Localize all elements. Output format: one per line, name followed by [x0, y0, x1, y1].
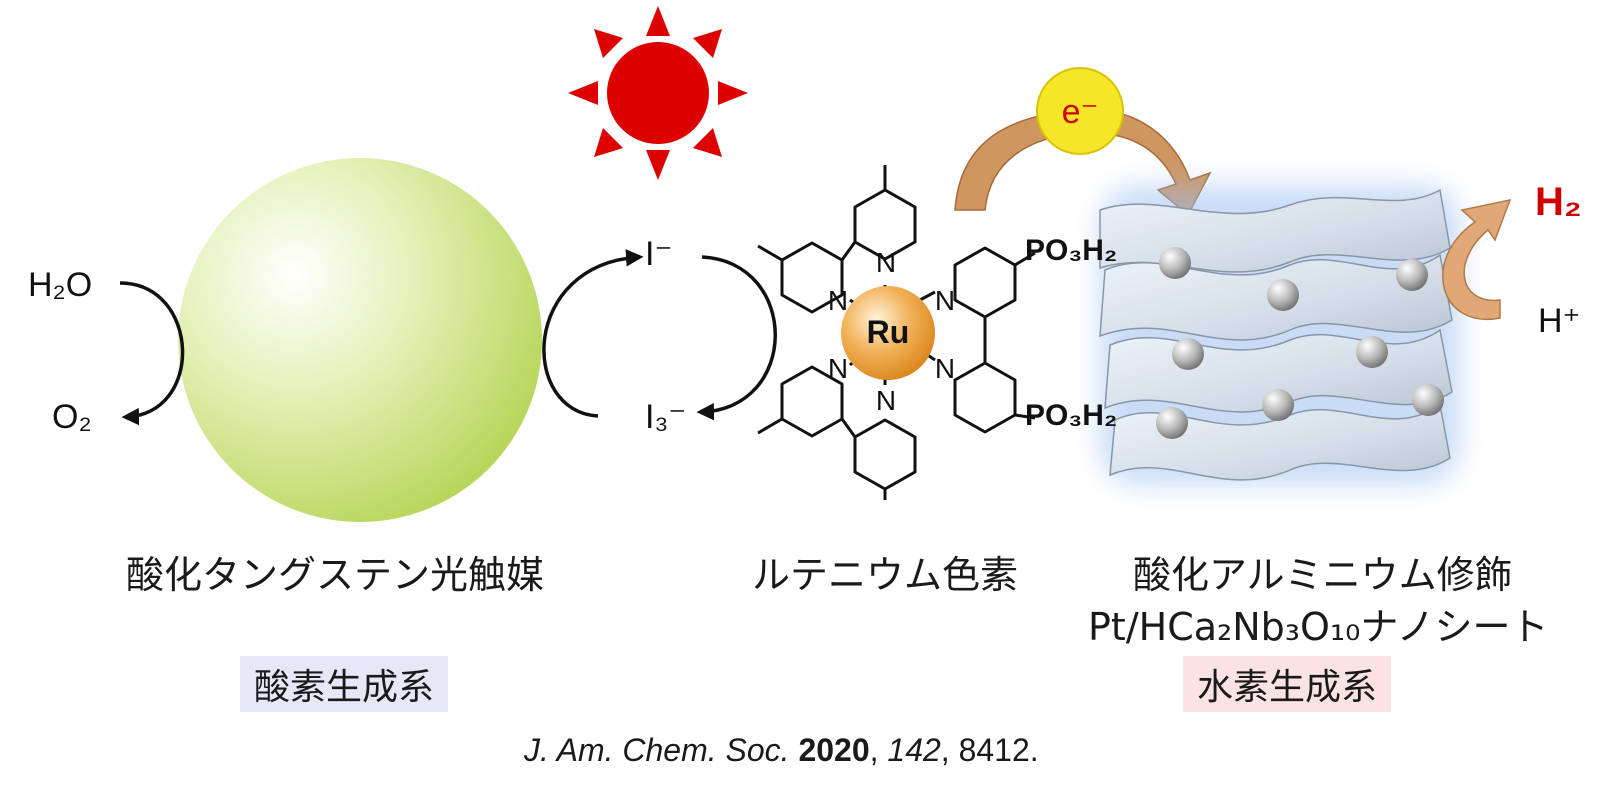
ruthenium-label: Ru [867, 314, 910, 350]
hydrogen-evolution-arrow [1442, 198, 1512, 321]
dye-atom-labels: N N N N N N [828, 247, 955, 416]
citation-journal: J. Am. Chem. Soc. [524, 732, 790, 768]
hydrogen-product-label: H₂ [1535, 180, 1582, 224]
iodide-oxidation-arrow [696, 255, 777, 421]
dye-n-top: N [876, 247, 896, 278]
citation-year: 2020 [798, 732, 870, 768]
electron-label: e⁻ [1062, 93, 1099, 131]
electron-icon [1036, 67, 1124, 155]
proton-label: H⁺ [1538, 302, 1581, 340]
sun-icon [568, 6, 748, 180]
dye-n-bottom: N [876, 385, 896, 416]
oxygen-system-badge: 酸素生成系 [240, 656, 449, 712]
water-label: H₂O [28, 266, 92, 304]
ruthenium-center [841, 286, 935, 380]
triiodide-label: I₃⁻ [645, 398, 686, 436]
anchor-bottom-label: PO₃H₂ [1025, 399, 1117, 432]
citation-sep2: , [869, 732, 888, 768]
water-oxidation-arrow [119, 281, 185, 426]
citation-sep3: , [940, 732, 959, 768]
iodide-reduction-arrow [542, 249, 644, 418]
tungsten-oxide-sphere [178, 158, 542, 522]
electron-transfer-arrow [954, 108, 1212, 217]
pt-particles [1156, 247, 1444, 439]
dye-n-upper-left: N [828, 285, 848, 316]
dye-caption: ルテニウム色素 [752, 553, 1019, 597]
iodide-label: I⁻ [645, 235, 672, 273]
nanosheet-stack [1099, 185, 1460, 485]
catalyst-caption: 酸化タングステン光触媒 [126, 553, 545, 597]
dye-n-lower-left: N [828, 353, 848, 384]
nanosheet-caption-line2: Pt/HCa₂Nb₃O₁₀ナノシート [1088, 605, 1549, 649]
nanosheet-caption-line1: 酸化アルミニウム修飾 [1133, 553, 1513, 597]
hydrogen-system-badge: 水素生成系 [1183, 656, 1392, 712]
citation-page: 8412. [958, 732, 1039, 768]
anchor-top-label: PO₃H₂ [1025, 234, 1117, 267]
dye-n-upper-right: N [935, 285, 955, 316]
dye-n-lower-right: N [935, 353, 955, 384]
oxygen-label: O₂ [52, 398, 92, 436]
citation-volume: 142 [887, 732, 941, 768]
citation: J. Am. Chem. Soc. 2020, 142, 8412. [524, 732, 1039, 769]
